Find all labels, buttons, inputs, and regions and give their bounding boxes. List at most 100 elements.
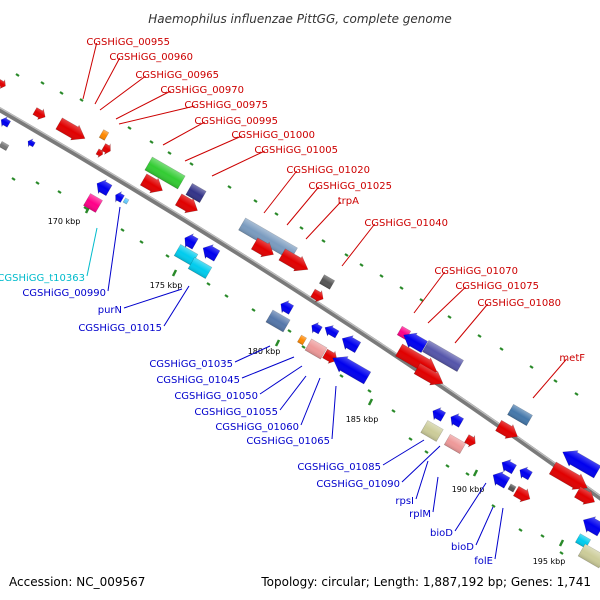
kbp-tick-label: 180 kbp xyxy=(248,347,281,356)
gene-feature[interactable] xyxy=(250,236,278,262)
gene-feature[interactable] xyxy=(0,78,8,91)
gene-feature[interactable] xyxy=(278,247,312,277)
ring-tick xyxy=(559,551,564,555)
label-leader xyxy=(241,356,295,379)
gene-feature[interactable] xyxy=(93,177,113,198)
gene-feature[interactable] xyxy=(98,129,110,141)
gene-feature[interactable] xyxy=(489,468,511,490)
gene-feature[interactable] xyxy=(507,483,517,493)
gene-label-forward[interactable]: CGSHiGG_00970 xyxy=(160,85,244,96)
gene-feature[interactable] xyxy=(512,485,533,506)
gene-feature[interactable] xyxy=(0,141,10,151)
gene-feature[interactable] xyxy=(573,485,598,509)
gene-feature[interactable] xyxy=(185,183,207,203)
gene-feature[interactable] xyxy=(422,340,464,372)
gene-feature[interactable] xyxy=(579,512,600,538)
label-leader xyxy=(94,57,121,105)
gene-feature[interactable] xyxy=(399,328,428,355)
gene-label-reverse[interactable]: CGSHiGG_01060 xyxy=(215,422,299,433)
ring-tick xyxy=(408,437,413,441)
gene-label-forward[interactable]: CGSHiGG_01075 xyxy=(455,281,539,292)
gene-feature[interactable] xyxy=(447,411,465,429)
gene-label-reverse[interactable]: purN xyxy=(98,305,122,316)
gene-label-reverse[interactable]: folE xyxy=(474,556,493,567)
gene-feature[interactable] xyxy=(55,116,89,146)
gene-feature[interactable] xyxy=(122,197,130,205)
gene-feature[interactable] xyxy=(199,241,221,263)
gene-feature[interactable] xyxy=(277,298,295,316)
ring-tick xyxy=(206,282,211,286)
gene-label-forward[interactable]: CGSHiGG_00955 xyxy=(86,37,170,48)
gene-label-reverse[interactable]: CGSHiGG_01055 xyxy=(194,407,278,418)
gene-feature[interactable] xyxy=(517,464,534,481)
gene-feature[interactable] xyxy=(187,257,213,279)
gene-label-forward[interactable]: CGSHiGG_01080 xyxy=(477,298,561,309)
label-leader xyxy=(475,506,494,546)
gene-label-forward[interactable]: CGSHiGG_01040 xyxy=(364,218,448,229)
ring-tick xyxy=(79,98,84,102)
gene-label-trna[interactable]: CGSHiGG_t10363 xyxy=(0,273,85,284)
ring-tick xyxy=(299,226,304,230)
gene-label-reverse[interactable]: CGSHiGG_01050 xyxy=(174,391,258,402)
gene-label-reverse[interactable]: rplM xyxy=(409,509,431,520)
gene-feature[interactable] xyxy=(0,115,12,129)
gene-feature[interactable] xyxy=(144,156,186,190)
gene-feature[interactable] xyxy=(322,322,340,339)
gene-feature[interactable] xyxy=(429,405,447,423)
gene-label-forward[interactable]: CGSHiGG_00995 xyxy=(194,116,278,127)
gene-feature[interactable] xyxy=(321,347,340,366)
gene-label-forward[interactable]: CGSHiGG_00975 xyxy=(184,100,268,111)
gene-feature[interactable] xyxy=(95,147,105,159)
gene-feature[interactable] xyxy=(309,320,324,335)
gene-feature[interactable] xyxy=(297,334,307,346)
gene-label-forward[interactable]: CGSHiGG_01070 xyxy=(434,266,518,277)
gene-feature[interactable] xyxy=(139,172,167,198)
gene-feature[interactable] xyxy=(443,433,467,455)
gene-feature[interactable] xyxy=(507,403,533,427)
gene-label-forward[interactable]: CGSHiGG_00960 xyxy=(109,52,193,63)
gene-label-forward[interactable]: CGSHiGG_01000 xyxy=(231,130,315,141)
gene-label-reverse[interactable]: CGSHiGG_01035 xyxy=(149,359,233,370)
gene-feature[interactable] xyxy=(310,287,327,304)
gene-label-reverse[interactable]: bioD xyxy=(430,528,453,539)
gene-label-reverse[interactable]: bioD xyxy=(451,542,474,553)
gene-label-reverse[interactable]: CGSHiGG_01085 xyxy=(297,462,381,473)
gene-feature[interactable] xyxy=(32,106,48,122)
gene-feature[interactable] xyxy=(318,274,336,290)
gene-feature[interactable] xyxy=(265,309,291,333)
gene-feature[interactable] xyxy=(498,456,517,475)
gene-feature[interactable] xyxy=(113,190,126,204)
gene-feature[interactable] xyxy=(463,433,478,449)
gene-feature[interactable] xyxy=(26,137,37,148)
gene-feature[interactable] xyxy=(83,193,103,213)
gene-label-reverse[interactable]: CGSHiGG_01065 xyxy=(246,436,330,447)
gene-label-forward[interactable]: CGSHiGG_01025 xyxy=(308,181,392,192)
ring-tick xyxy=(321,239,326,243)
gene-label-reverse[interactable]: CGSHiGG_00990 xyxy=(22,288,106,299)
gene-feature[interactable] xyxy=(577,543,600,569)
gene-label-reverse[interactable]: CGSHiGG_01015 xyxy=(78,323,162,334)
gene-label-reverse[interactable]: CGSHiGG_01045 xyxy=(156,375,240,386)
label-leader xyxy=(107,206,121,292)
gene-feature[interactable] xyxy=(174,192,202,218)
gene-label-forward[interactable]: trpA xyxy=(338,196,359,207)
ring-tick xyxy=(379,274,384,278)
gene-feature[interactable] xyxy=(328,350,372,386)
ring-tick xyxy=(287,329,292,333)
gene-label-forward[interactable]: CGSHiGG_00965 xyxy=(135,70,219,81)
gene-feature[interactable] xyxy=(304,338,328,360)
gene-feature[interactable] xyxy=(558,444,600,480)
kbp-tick-mark xyxy=(171,269,178,277)
gene-label-reverse[interactable]: CGSHiGG_01090 xyxy=(316,479,400,490)
ring-tick xyxy=(447,315,452,319)
gene-label-forward[interactable]: CGSHiGG_01020 xyxy=(286,165,370,176)
gene-feature[interactable] xyxy=(338,332,362,355)
gene-feature[interactable] xyxy=(181,231,199,251)
gene-feature[interactable] xyxy=(413,362,447,391)
gene-feature[interactable] xyxy=(494,419,521,444)
ring-tick xyxy=(339,374,344,378)
gene-label-forward[interactable]: CGSHiGG_01005 xyxy=(254,145,338,156)
gene-feature[interactable] xyxy=(420,420,444,442)
gene-label-reverse[interactable]: rpsI xyxy=(395,496,414,507)
gene-label-forward[interactable]: metF xyxy=(559,353,585,364)
